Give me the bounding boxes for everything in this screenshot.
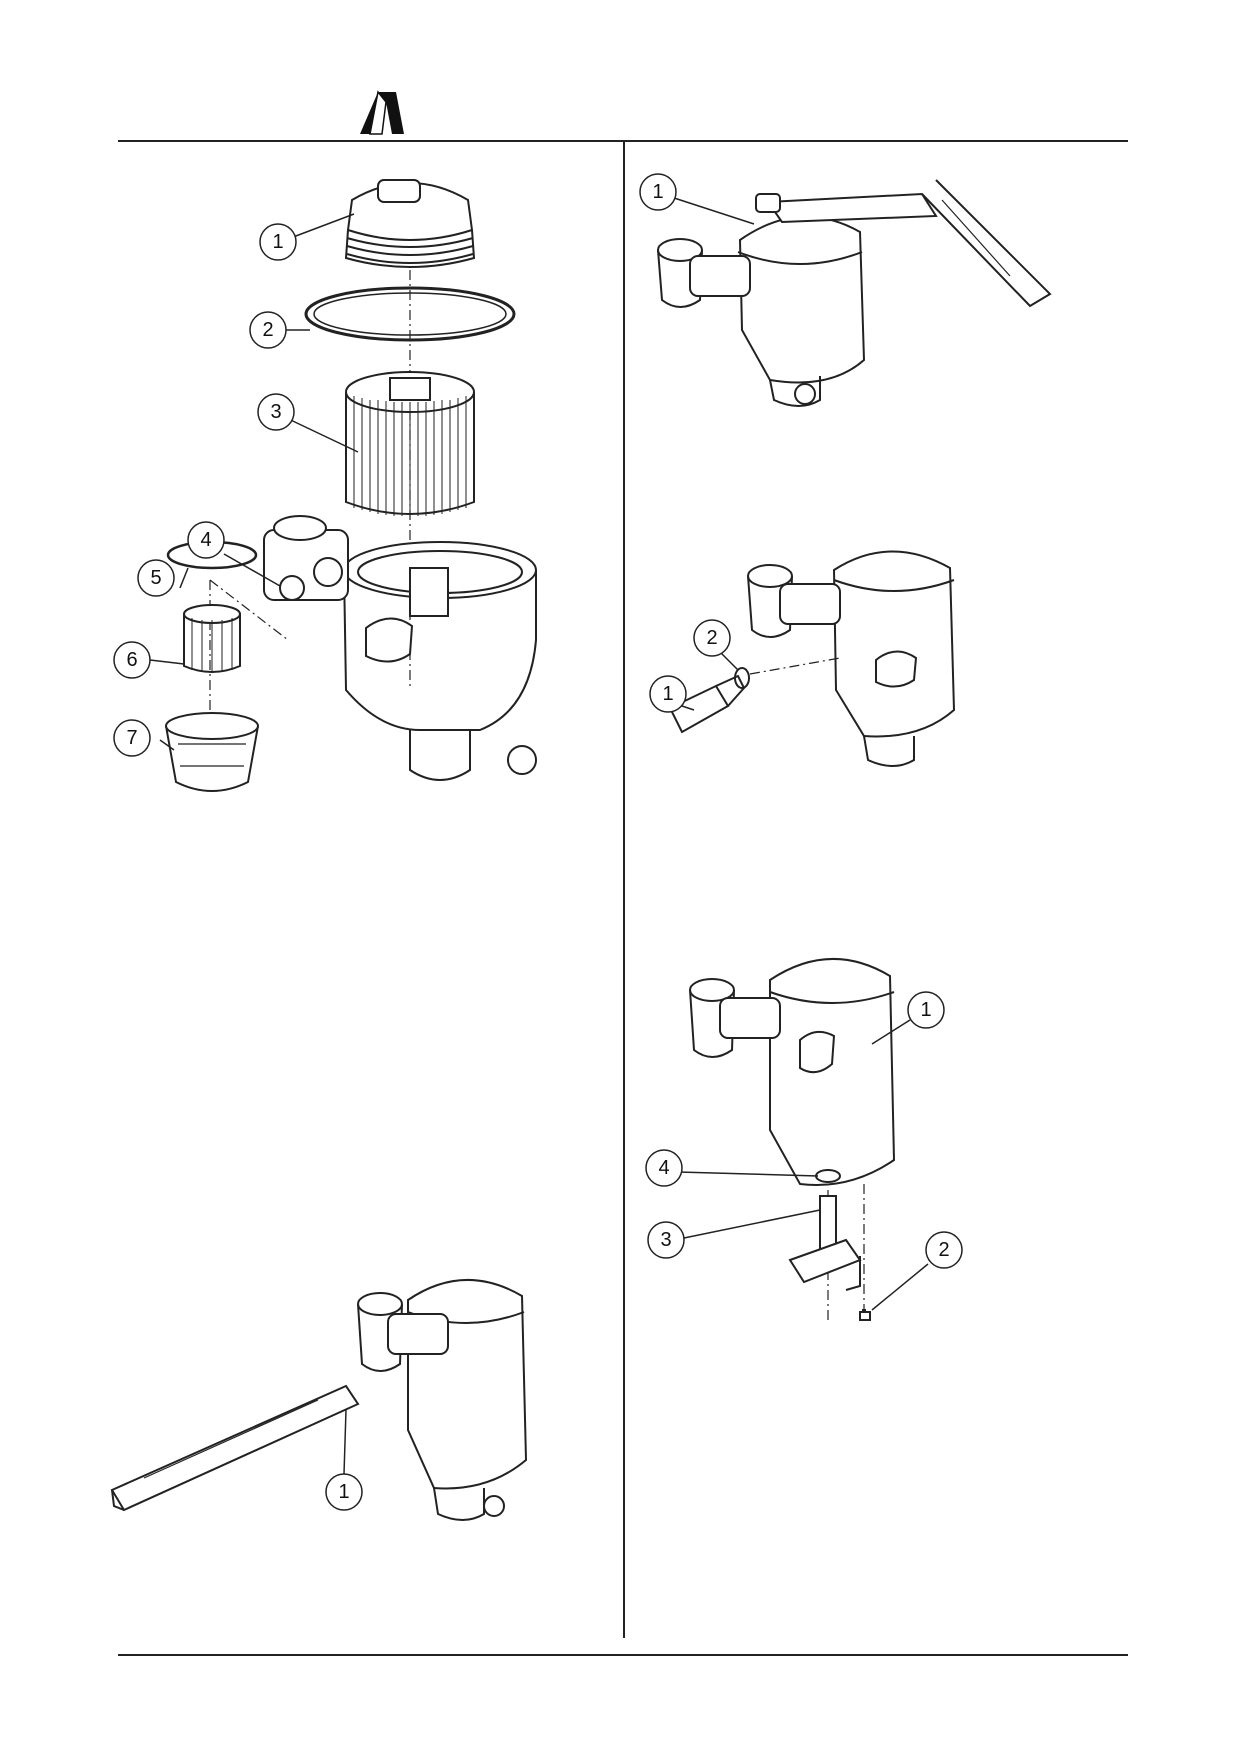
callout-6: 6 bbox=[126, 649, 137, 671]
filter-element-pleats bbox=[353, 396, 467, 516]
callout-2: 2 bbox=[262, 319, 273, 341]
sensor-removal-diagram: 2 1 bbox=[649, 550, 956, 767]
wrench-bar bbox=[110, 1384, 360, 1512]
cap-wrench-diagram: 1 bbox=[639, 173, 1052, 407]
brand-logo-icon bbox=[360, 90, 404, 135]
callout-1: 1 bbox=[272, 231, 283, 253]
callout-7: 7 bbox=[126, 727, 137, 749]
callout-4: 4 bbox=[200, 529, 211, 551]
callout-4: 4 bbox=[658, 1157, 669, 1179]
callout-3: 3 bbox=[270, 401, 281, 423]
callout-3: 3 bbox=[660, 1229, 671, 1251]
footer-rule bbox=[118, 1654, 1128, 1656]
callout-1: 1 bbox=[662, 683, 673, 705]
callout-1: 1 bbox=[338, 1481, 349, 1503]
callout-5: 5 bbox=[150, 567, 161, 589]
mounting-screw bbox=[859, 1309, 871, 1321]
o-ring-large bbox=[304, 286, 516, 342]
callout-2: 2 bbox=[706, 627, 717, 649]
wrench-handle bbox=[766, 192, 938, 224]
column-divider bbox=[623, 140, 625, 1638]
bowl-wrench-diagram: 1 bbox=[110, 1279, 528, 1521]
callout-2: 2 bbox=[938, 1239, 949, 1261]
callout-1: 1 bbox=[920, 999, 931, 1021]
heater-removal-diagram: 1 4 3 2 bbox=[645, 958, 963, 1321]
exploded-filter-diagram: 1 2 3 4 5 6 7 bbox=[113, 179, 537, 792]
callout-1: 1 bbox=[652, 181, 663, 203]
